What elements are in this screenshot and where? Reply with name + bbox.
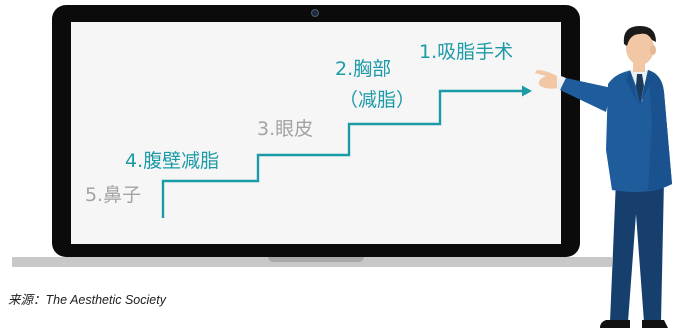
step-4-label: 4.腹壁减脂 [125,150,220,172]
laptop-screen-frame [52,5,580,257]
step-1-label: 1.吸脂手术 [419,41,514,63]
presenter-illustration [535,26,672,328]
step-5-label: 5.鼻子 [85,184,142,206]
arrow-right-icon [522,85,532,97]
source-caption: 来源：The Aesthetic Society [8,289,166,308]
source-text: The Aesthetic Society [45,293,166,307]
step-2-label-line2: （减脂） [339,89,416,111]
laptop-base-notch [268,257,364,262]
step-2-label: 2.胸部 [335,58,392,80]
staircase-line [161,89,528,218]
step-3-label: 3.眼皮 [257,118,314,140]
screen-area [71,22,561,244]
webcam-icon [311,9,319,17]
source-label: 来源： [8,293,46,307]
laptop-base [12,257,612,267]
